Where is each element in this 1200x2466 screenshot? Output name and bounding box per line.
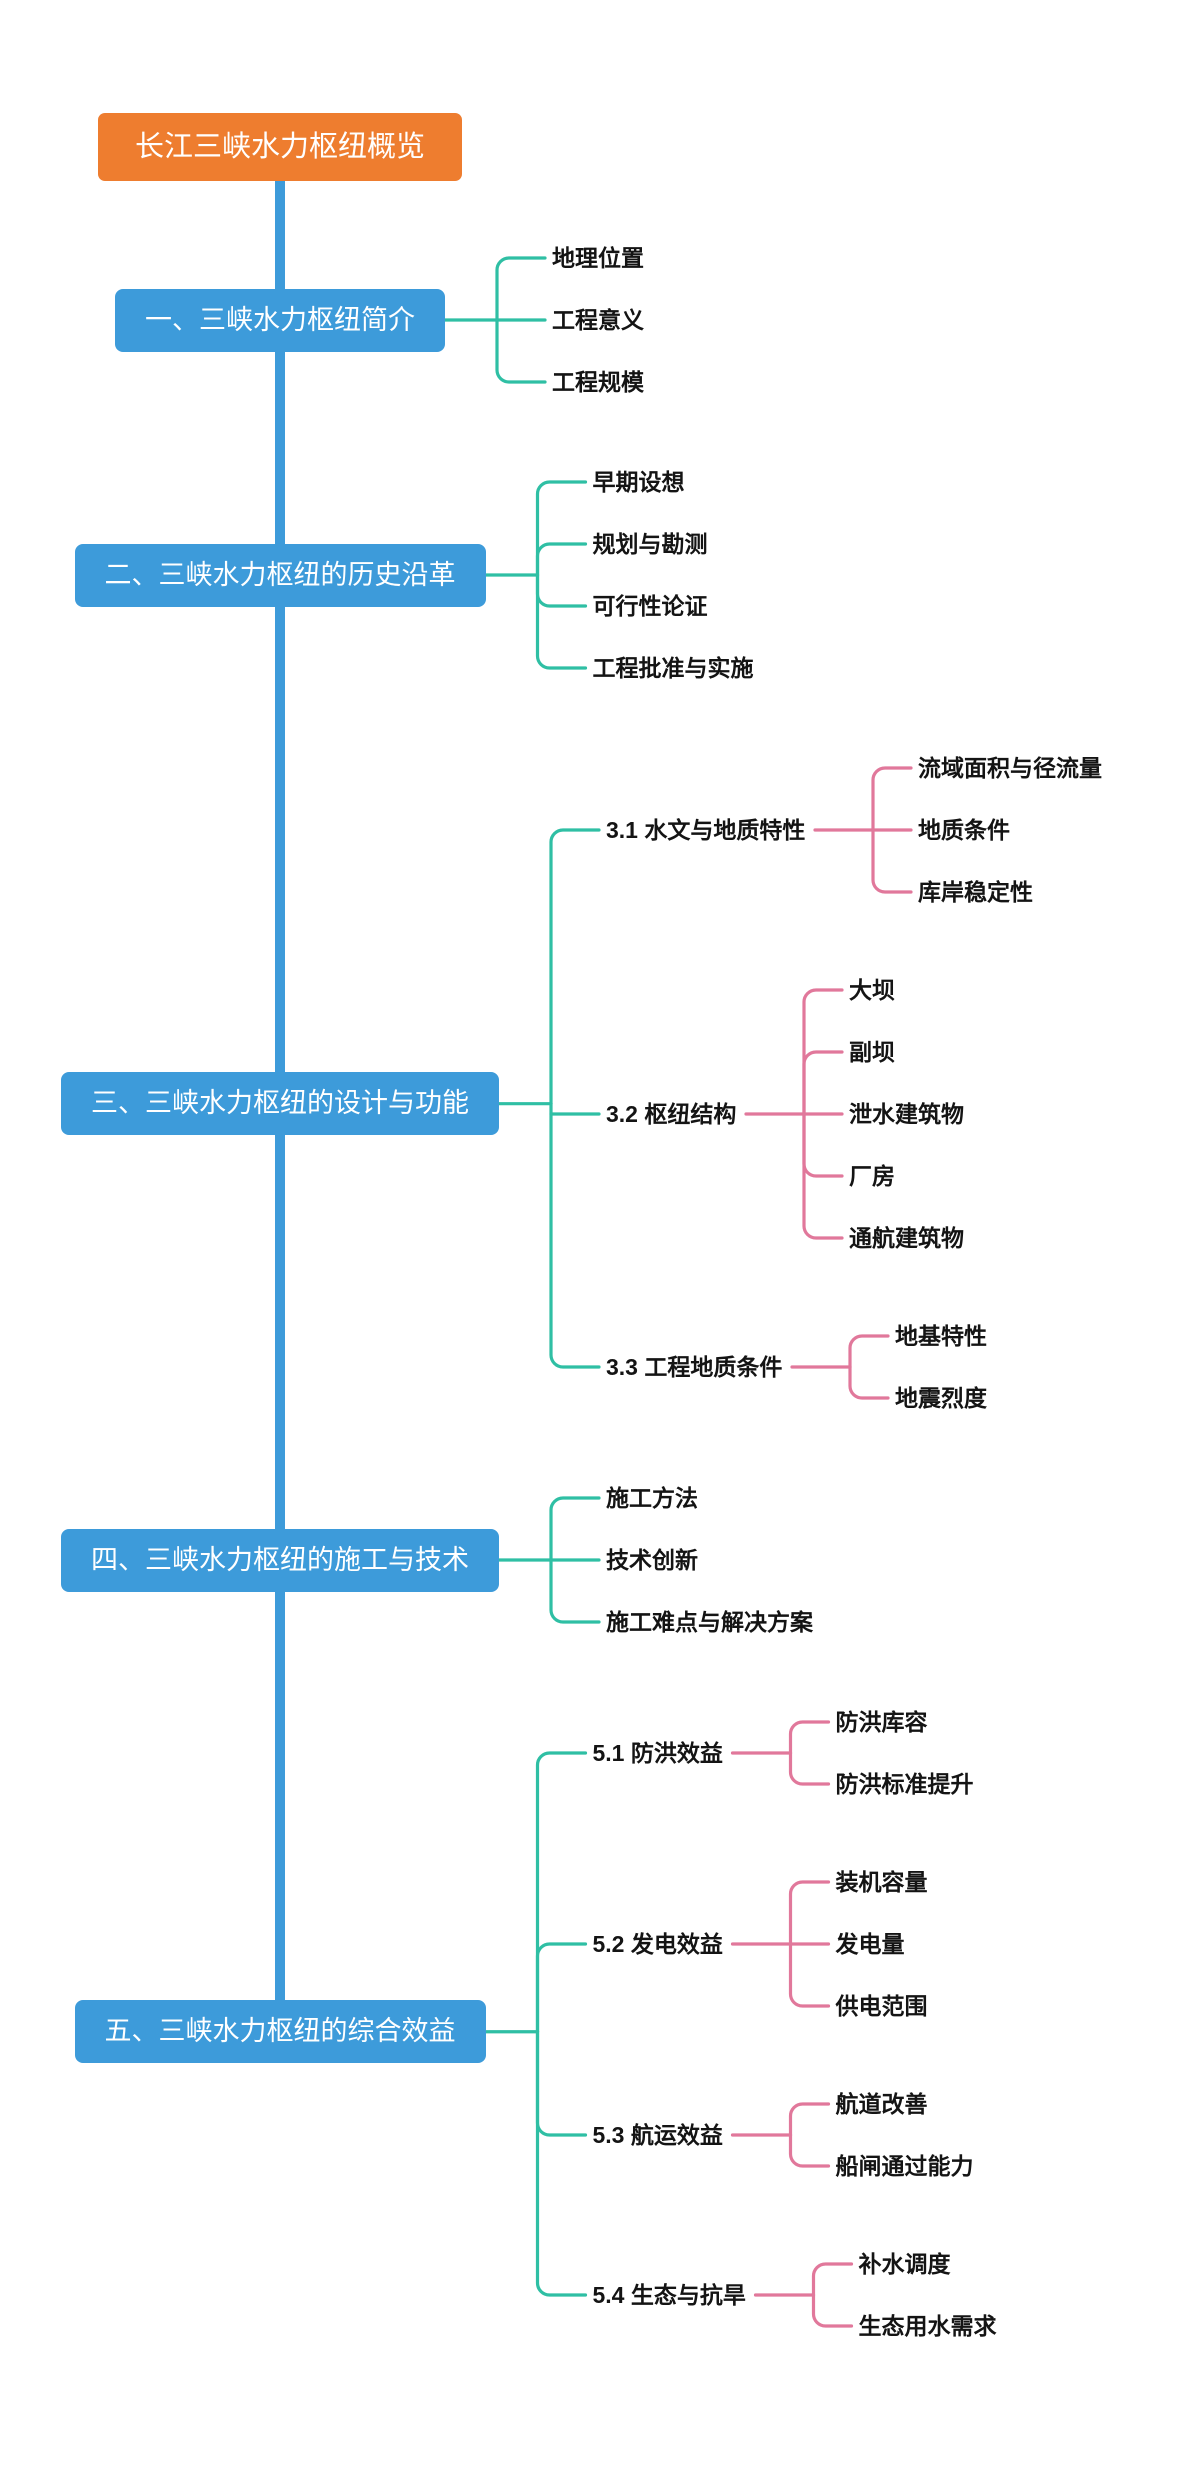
leaf-node[interactable]: 船闸通过能力 [835, 2153, 974, 2179]
leaf-node[interactable]: 供电范围 [835, 1993, 928, 2019]
leaf-node[interactable]: 大坝 [849, 977, 895, 1003]
leaf-node[interactable]: 流域面积与径流量 [918, 755, 1102, 781]
leaf-node[interactable]: 防洪标准提升 [835, 1771, 974, 1797]
root-node[interactable]: 长江三峡水力枢纽概览 [98, 113, 463, 181]
leaf-node[interactable]: 施工方法 [606, 1485, 698, 1511]
branch-node[interactable]: 四、三峡水力枢纽的施工与技术 [61, 1528, 499, 1592]
leaf-node[interactable]: 地震烈度 [895, 1385, 987, 1411]
leaf-node[interactable]: 地质条件 [918, 817, 1010, 843]
branch-node[interactable]: 五、三峡水力枢纽的综合效益 [74, 2000, 486, 2064]
leaf-node[interactable]: 工程批准与实施 [592, 655, 754, 681]
leaf-node[interactable]: 泄水建筑物 [849, 1101, 964, 1127]
leaf-node[interactable]: 生态用水需求 [858, 2313, 997, 2339]
subtopic-node[interactable]: 5.3 航运效益 [592, 2122, 723, 2148]
subtopic-node[interactable]: 5.4 生态与抗旱 [592, 2282, 746, 2308]
subtopic-node[interactable]: 3.2 枢纽结构 [606, 1101, 737, 1127]
leaf-node[interactable]: 发电量 [835, 1931, 905, 1957]
branch-node[interactable]: 三、三峡水力枢纽的设计与功能 [61, 1072, 499, 1136]
leaf-node[interactable]: 工程规模 [552, 369, 644, 395]
leaf-node[interactable]: 技术创新 [606, 1547, 698, 1573]
leaf-node[interactable]: 航道改善 [835, 2091, 928, 2117]
leaf-node[interactable]: 通航建筑物 [849, 1225, 964, 1251]
leaf-node[interactable]: 地理位置 [552, 245, 644, 271]
leaf-node[interactable]: 装机容量 [835, 1869, 928, 1895]
leaf-node[interactable]: 早期设想 [592, 469, 685, 495]
subtopic-node[interactable]: 3.1 水文与地质特性 [606, 817, 806, 843]
leaf-node[interactable]: 防洪库容 [835, 1709, 928, 1735]
subtopic-node[interactable]: 3.3 工程地质条件 [606, 1354, 783, 1380]
branch-node[interactable]: 二、三峡水力枢纽的历史沿革 [74, 543, 486, 607]
leaf-node[interactable]: 厂房 [849, 1163, 895, 1189]
leaf-node[interactable]: 副坝 [849, 1039, 895, 1065]
leaf-node[interactable]: 库岸稳定性 [918, 879, 1033, 905]
leaf-node[interactable]: 施工难点与解决方案 [606, 1609, 813, 1635]
leaf-node[interactable]: 可行性论证 [592, 593, 708, 619]
leaf-node[interactable]: 地基特性 [895, 1323, 987, 1349]
subtopic-node[interactable]: 5.2 发电效益 [592, 1931, 723, 1957]
leaf-node[interactable]: 补水调度 [858, 2251, 951, 2277]
leaf-node[interactable]: 规划与勘测 [592, 531, 708, 557]
branch-node[interactable]: 一、三峡水力枢纽简介 [115, 288, 445, 352]
subtopic-node[interactable]: 5.1 防洪效益 [592, 1740, 723, 1766]
leaf-node[interactable]: 工程意义 [552, 307, 644, 333]
